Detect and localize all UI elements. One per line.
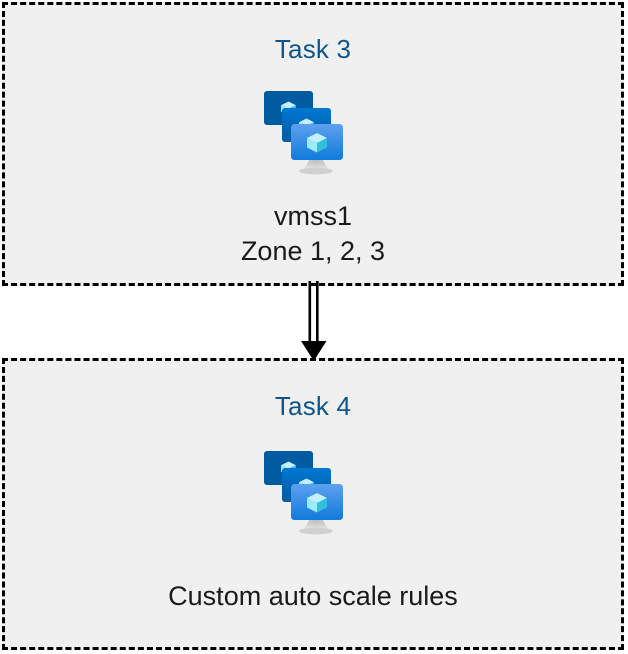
task-3-caption-line-1: vmss1 — [273, 201, 352, 231]
task-4-caption-line-1: Custom auto scale rules — [168, 581, 458, 611]
connector-arrow-task3-to-task4 — [301, 281, 327, 361]
task-box-3: Task 3 — [2, 2, 624, 286]
task-4-captions: Custom auto scale rules — [5, 579, 621, 614]
task-3-captions: vmss1 Zone 1, 2, 3 — [5, 199, 621, 268]
task-3-title: Task 3 — [274, 34, 352, 64]
vm-scale-set-icon — [264, 451, 343, 535]
task-3-caption-line-2: Zone 1, 2, 3 — [240, 235, 386, 266]
vm-scale-set-icon — [264, 91, 343, 175]
task-4-title: Task 4 — [274, 391, 352, 421]
task-box-4: Task 4 — [2, 358, 624, 650]
